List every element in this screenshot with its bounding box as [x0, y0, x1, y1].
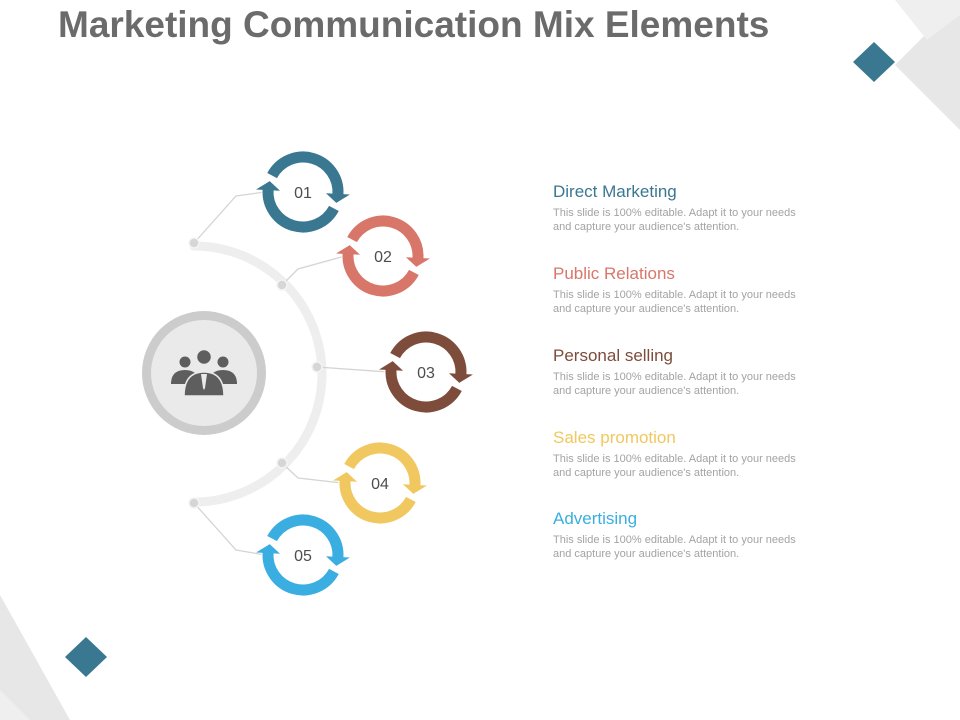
step-number-2: 02	[374, 249, 392, 266]
bottom-left-gray-triangle	[0, 595, 70, 720]
center-hub	[142, 311, 266, 435]
ring-arrowhead	[336, 245, 361, 255]
ring-arrowhead	[402, 484, 427, 494]
step-ring-5: 05	[256, 513, 350, 597]
step-ring-4: 04	[333, 441, 427, 525]
ring-arrow-arc	[390, 331, 467, 375]
ring-arrow-arc	[344, 442, 421, 486]
ring-arrowhead	[256, 544, 281, 554]
connector-dot-5	[188, 497, 200, 509]
ring-arrow-arc	[262, 189, 339, 233]
connector-dot-1	[188, 237, 200, 249]
step-number-3: 03	[417, 365, 435, 382]
step-description-1: This slide is 100% editable. Adapt it to…	[553, 207, 796, 233]
step-title-5: Advertising	[553, 509, 638, 528]
step-item-2: Public Relations This slide is 100% edit…	[553, 264, 853, 316]
bottom-left-diamond	[65, 637, 107, 677]
step-title-1: Direct Marketing	[553, 182, 677, 201]
ring-arrow-arc	[262, 552, 339, 596]
ring-arrowhead	[379, 361, 404, 371]
step-item-5: Advertising This slide is 100% editable.…	[553, 509, 853, 561]
ring-arrowhead	[333, 472, 358, 482]
step-item-4: Sales promotion This slide is 100% edita…	[553, 428, 853, 480]
step-item-1: Direct Marketing This slide is 100% edit…	[553, 182, 853, 234]
step-description-5: This slide is 100% editable. Adapt it to…	[553, 534, 796, 560]
step-number-4: 04	[371, 476, 389, 493]
connector-line-1	[193, 191, 266, 244]
connector-line-3	[316, 366, 389, 373]
top-right-gray-triangle	[895, 0, 960, 130]
ring-arrowhead	[448, 373, 473, 383]
ring-arrow-arc	[339, 480, 416, 524]
connector-dot-3	[311, 361, 323, 373]
connector-dot-2	[276, 279, 288, 291]
step-rings: 01 02 03 04 05	[256, 150, 473, 597]
ring-arrow-arc	[267, 151, 344, 195]
connector-line-2	[281, 255, 346, 286]
connector-line-4	[281, 462, 343, 484]
arc-track	[189, 241, 327, 507]
people-group-icon	[171, 348, 237, 397]
step-ring-2: 02	[336, 214, 430, 298]
step-description-2: This slide is 100% editable. Adapt it to…	[553, 289, 796, 315]
ring-arrow-arc	[267, 514, 344, 558]
connectors	[188, 191, 389, 556]
step-description-3: This slide is 100% editable. Adapt it to…	[553, 371, 796, 397]
ring-arrow-arc	[342, 253, 419, 297]
connector-dot-4	[276, 457, 288, 469]
step-title-3: Personal selling	[553, 346, 674, 365]
ring-arrow-arc	[347, 215, 424, 259]
ring-arrowhead	[325, 193, 350, 203]
step-title-4: Sales promotion	[553, 428, 676, 447]
step-description-4: This slide is 100% editable. Adapt it to…	[553, 453, 796, 479]
top-right-diamond	[853, 42, 895, 82]
top-right-light-triangle	[895, 0, 960, 40]
step-ring-3: 03	[379, 330, 473, 414]
ring-arrowhead	[405, 257, 430, 267]
connector-line-5	[193, 502, 266, 556]
ring-arrowhead	[325, 556, 350, 566]
slide-title: Marketing Communication Mix Elements	[58, 4, 770, 45]
bottom-left-light-triangle	[0, 690, 30, 720]
step-number-5: 05	[294, 548, 312, 565]
step-item-3: Personal selling This slide is 100% edit…	[553, 346, 853, 398]
step-title-2: Public Relations	[553, 264, 675, 283]
ring-arrow-arc	[385, 369, 462, 413]
ring-arrowhead	[256, 181, 281, 191]
step-number-1: 01	[294, 185, 312, 202]
step-ring-1: 01	[256, 150, 350, 234]
